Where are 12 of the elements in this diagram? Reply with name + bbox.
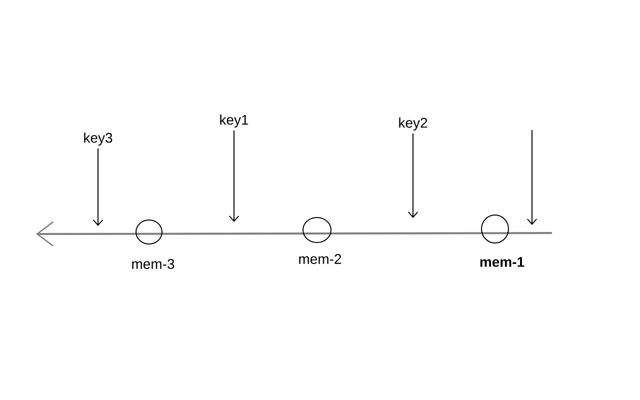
arrow (228, 130, 240, 222)
label: key2 (399, 117, 428, 131)
circle-label: mem-3 (132, 259, 174, 269)
arrow (92, 148, 104, 226)
circle (302, 217, 332, 243)
circle (136, 220, 162, 244)
arrow (408, 132, 418, 218)
label: key1 (220, 114, 248, 128)
label: key3 (84, 132, 112, 146)
circle (481, 214, 509, 244)
circle-label: mem-1 (480, 257, 524, 267)
circle-label: mem-2 (299, 254, 342, 264)
